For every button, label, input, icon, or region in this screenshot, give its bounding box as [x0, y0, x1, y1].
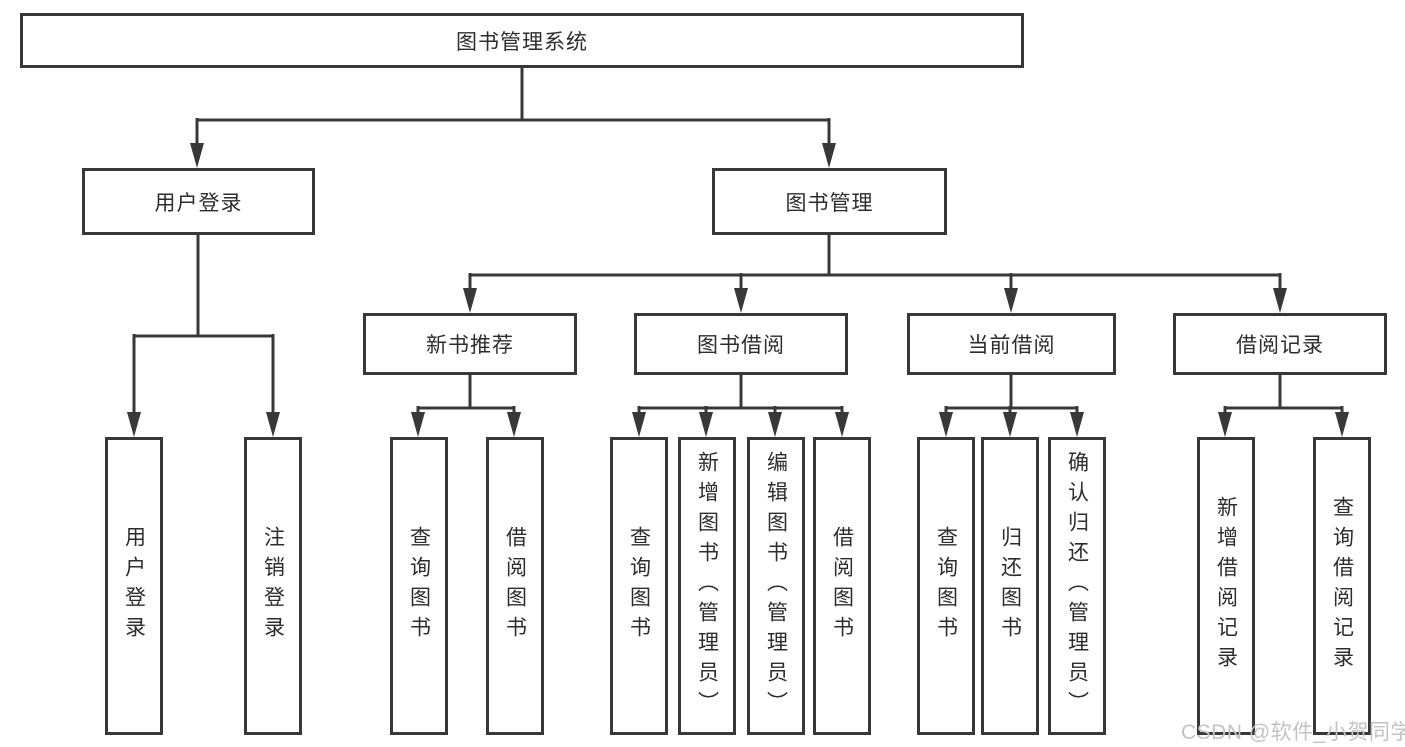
leaf-borrow-books-recommend: 借阅图书	[486, 437, 544, 735]
connector-user-login-to-leaves	[127, 235, 280, 437]
leaf-query-borrow-record: 查询借阅记录	[1313, 437, 1371, 735]
connector-recommend-to-leaves	[411, 375, 521, 437]
arrowhead-icon	[463, 288, 477, 313]
node-user-login: 用户登录	[82, 168, 315, 235]
leaf-confirm-return-admin: 确认归还（管理员）	[1048, 437, 1106, 735]
node-borrowing-records: 借阅记录	[1173, 313, 1387, 375]
arrowhead-icon	[835, 412, 849, 437]
arrowhead-icon	[127, 412, 141, 437]
leaf-edit-books-admin: 编辑图书（管理员）	[747, 437, 805, 735]
node-new-book-recommend: 新书推荐	[363, 313, 577, 375]
node-library-system: 图书管理系统	[20, 13, 1024, 68]
arrowhead-icon	[822, 143, 836, 168]
leaf-query-books-current: 查询图书	[917, 437, 975, 735]
node-book-management: 图书管理	[712, 168, 947, 235]
leaf-query-books-borrowing: 查询图书	[610, 437, 668, 735]
leaf-add-borrow-record: 新增借阅记录	[1197, 437, 1255, 735]
connector-current-to-leaves	[939, 375, 1084, 437]
connector-borrowing-to-leaves	[632, 375, 849, 437]
arrowhead-icon	[734, 288, 748, 313]
leaf-borrow-books-borrowing: 借阅图书	[813, 437, 871, 735]
arrowhead-icon	[939, 412, 953, 437]
arrowhead-icon	[768, 412, 782, 437]
watermark: CSDN @软件_小贺同学	[1181, 721, 1405, 744]
leaf-add-books-admin: 新增图书（管理员）	[678, 437, 736, 735]
arrowhead-icon	[1070, 412, 1084, 437]
arrowhead-icon	[190, 143, 204, 168]
connector-records-to-leaves	[1218, 375, 1349, 437]
arrowhead-icon	[699, 412, 713, 437]
arrowhead-icon	[1004, 288, 1018, 313]
node-book-borrowing: 图书借阅	[634, 313, 848, 375]
arrowhead-icon	[1273, 288, 1287, 313]
arrowhead-icon	[507, 412, 521, 437]
arrowhead-icon	[632, 412, 646, 437]
arrowhead-icon	[1003, 412, 1017, 437]
arrowhead-icon	[266, 412, 280, 437]
connector-book-mgmt-to-groups	[463, 235, 1287, 313]
leaf-user-login: 用户登录	[105, 437, 163, 735]
arrowhead-icon	[1218, 412, 1232, 437]
connector-root-to-branches	[190, 68, 836, 168]
leaf-query-books-recommend: 查询图书	[390, 437, 448, 735]
leaf-logout: 注销登录	[244, 437, 302, 735]
node-current-borrowing: 当前借阅	[907, 313, 1116, 375]
leaf-return-books: 归还图书	[981, 437, 1039, 735]
arrowhead-icon	[411, 412, 425, 437]
arrowhead-icon	[1335, 412, 1349, 437]
